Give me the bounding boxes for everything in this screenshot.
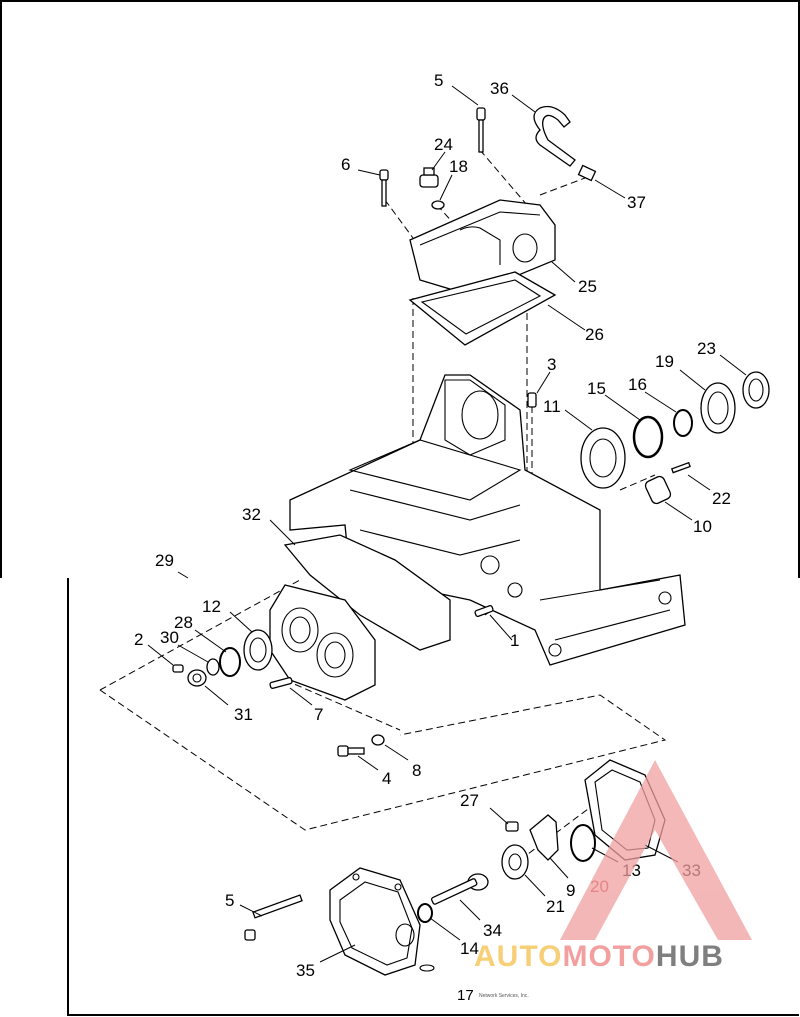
sensor-24 (419, 167, 439, 188)
callout-1: 1 (510, 631, 519, 650)
callout-19: 19 (655, 352, 674, 371)
seal-19 (700, 382, 736, 434)
callout-26: 26 (585, 325, 604, 344)
callout-29: 29 (155, 551, 174, 570)
callout-22: 22 (712, 489, 731, 508)
pin-2 (172, 664, 184, 673)
side-housing-29 (269, 584, 376, 701)
bearing-11 (580, 427, 626, 489)
bushing-10 (644, 475, 672, 505)
callout-2: 2 (134, 630, 143, 649)
o-ring-14 (417, 903, 433, 923)
callout-10: 10 (693, 517, 712, 536)
seal-21 (501, 844, 529, 880)
callout-14: 14 (460, 939, 479, 958)
o-ring-18 (431, 200, 445, 210)
callout-27: 27 (460, 791, 479, 810)
bolt-5-bottom (244, 894, 303, 941)
callout-18: 18 (449, 157, 468, 176)
pin-22 (670, 461, 691, 474)
callout-4: 4 (382, 769, 391, 788)
gasket-26 (408, 271, 557, 346)
callout-11: 11 (543, 397, 561, 416)
callout-7: 7 (314, 705, 323, 724)
watermark-logo: AUTOMOTOHUB (474, 760, 752, 973)
fitting-37 (577, 164, 597, 182)
leader-lines (147, 85, 747, 963)
dowel-3 (527, 392, 537, 408)
bearing-12 (243, 629, 273, 671)
o-ring-28 (219, 647, 241, 677)
top-cover-25 (409, 199, 556, 296)
bolt-6 (379, 169, 389, 207)
callout-32: 32 (242, 505, 261, 524)
o-ring-13 (570, 824, 596, 862)
page-number: 17 (457, 987, 474, 1004)
watermark-triangle (560, 760, 752, 940)
bolt-1 (474, 605, 494, 617)
o-ring-bottom (419, 964, 435, 972)
bolt-27 (505, 821, 519, 832)
callout-5-bottom: 5 (225, 891, 234, 910)
bolt-4 (337, 745, 365, 757)
side-cover-35 (329, 867, 421, 976)
watermark-hub: HUB (656, 940, 724, 973)
callout-31: 31 (234, 705, 253, 724)
bolt-5-top (476, 107, 486, 153)
callout-23: 23 (697, 339, 716, 358)
callout-37: 37 (627, 193, 646, 212)
callout-15: 15 (587, 379, 606, 398)
callout-8: 8 (412, 761, 421, 780)
callout-28: 28 (174, 613, 193, 632)
gasket-32 (283, 534, 451, 651)
lever-20 (529, 814, 559, 861)
callout-21: 21 (546, 897, 565, 916)
watermark-moto: MOTO (562, 940, 655, 973)
hose-36 (533, 105, 576, 167)
footer-credit: Network Services, Inc. (479, 993, 529, 999)
callout-16: 16 (628, 375, 647, 394)
spacer-23 (742, 371, 770, 409)
shaft-34 (430, 873, 489, 905)
nut-31 (187, 669, 207, 687)
o-ring-16 (673, 409, 693, 437)
callout-30: 30 (160, 628, 179, 647)
callout-36: 36 (490, 79, 509, 98)
watermark-auto: AUTO (474, 940, 562, 973)
callout-9: 9 (566, 881, 575, 900)
bolt-7 (269, 677, 293, 689)
callout-12: 12 (202, 597, 221, 616)
watermark-text: AUTOMOTOHUB (474, 940, 724, 973)
callout-6: 6 (341, 155, 350, 174)
callout-24: 24 (434, 135, 453, 154)
callout-34: 34 (483, 921, 502, 940)
callout-5: 5 (434, 71, 443, 90)
washer-30 (206, 658, 220, 676)
callout-3: 3 (547, 355, 556, 374)
snap-ring-15 (632, 415, 664, 459)
callout-35: 35 (296, 961, 315, 980)
washer-8 (371, 734, 385, 746)
callout-25: 25 (578, 277, 597, 296)
